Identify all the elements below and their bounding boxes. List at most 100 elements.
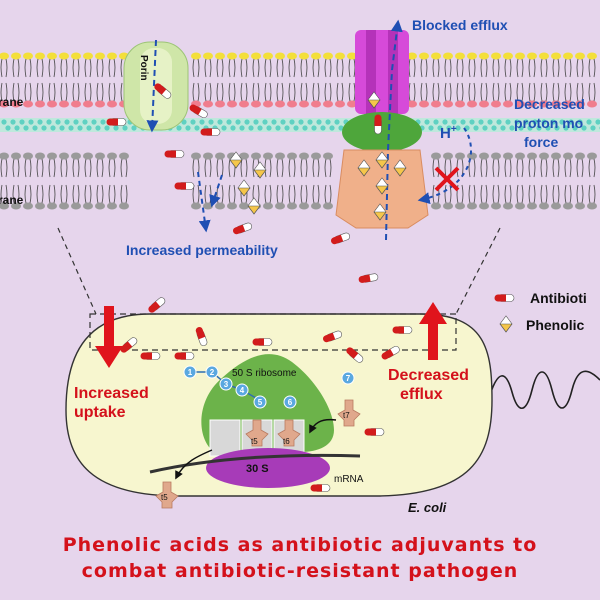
inner-upper-lipid-head — [587, 153, 597, 160]
outer-upper-lipid-head — [0, 53, 9, 60]
caption-line-1: Phenolic acids as antibiotic adjuvants t… — [0, 532, 600, 558]
outer-lower-lipid-head — [503, 101, 513, 108]
peptidoglycan-unit — [275, 125, 280, 130]
inner-upper-lipid-head — [275, 153, 285, 160]
outer-upper-lipid-head — [479, 53, 489, 60]
outer-lower-lipid-head — [419, 101, 429, 108]
outer-lower-lipid-head — [335, 101, 345, 108]
decreased-pmf-label-line3: force — [524, 134, 558, 150]
peptidoglycan-unit — [442, 119, 447, 124]
porin-label: Porin — [138, 55, 149, 81]
outer-lower-lipid-head — [95, 101, 105, 108]
ribosome-50s-label: 50 S ribosome — [232, 368, 297, 379]
decreased-pmf-label-line2: proton mo — [514, 115, 583, 131]
decreased-efflux-label-line1: Decreased — [388, 367, 469, 384]
zoom-guide-right — [456, 228, 500, 314]
outer-lower-lipid-head — [443, 101, 453, 108]
peptidoglycan-unit — [266, 125, 271, 130]
outer-upper-lipid-head — [587, 53, 597, 60]
inner-membrane-upper-leaflet — [0, 153, 597, 178]
codon-number: 7 — [346, 374, 351, 383]
increased-uptake-label-line1: Increased — [74, 385, 149, 402]
peptidoglycan-unit — [257, 125, 262, 130]
inner-lower-lipid-head — [275, 203, 285, 210]
peptidoglycan-unit — [334, 119, 339, 124]
inner-upper-lipid-head — [71, 153, 81, 160]
antibiotic-capsule — [358, 273, 378, 283]
peptidoglycan-unit — [329, 125, 334, 130]
outer-upper-lipid-head — [239, 53, 249, 60]
inner-upper-lipid-head — [539, 153, 549, 160]
peptidoglycan-unit — [37, 119, 42, 124]
peptidoglycan-unit — [244, 119, 249, 124]
inner-upper-lipid-head — [527, 153, 537, 160]
antibiotic-capsule — [175, 183, 195, 190]
outer-upper-lipid-head — [83, 53, 93, 60]
outer-lower-lipid-head — [215, 101, 225, 108]
antibiotic-capsule — [311, 485, 331, 492]
outer-upper-lipid-head — [563, 53, 573, 60]
antibiotic-capsule — [232, 222, 253, 235]
inner-upper-lipid-head — [203, 153, 213, 160]
outer-membrane-upper-leaflet — [0, 53, 597, 78]
phenolic-marker — [238, 180, 250, 196]
outer-upper-lipid-head — [443, 53, 453, 60]
peptidoglycan-unit — [55, 119, 60, 124]
outer-upper-lipid-head — [431, 53, 441, 60]
inner-upper-lipid-head — [263, 153, 273, 160]
peptidoglycan-unit — [23, 125, 28, 130]
peptidoglycan-unit — [289, 119, 294, 124]
inner-lower-lipid-head — [263, 203, 273, 210]
peptidoglycan-unit — [77, 125, 82, 130]
inner-lower-lipid-head — [311, 203, 321, 210]
peptidoglycan-unit — [424, 119, 429, 124]
outer-upper-lipid-head — [95, 53, 105, 60]
increased-permeability-label: Increased permeability — [126, 242, 278, 258]
peptidoglycan-unit — [325, 119, 330, 124]
outer-upper-lipid-head — [215, 53, 225, 60]
outer-upper-lipid-head — [275, 53, 285, 60]
codon-number: 3 — [224, 380, 229, 389]
peptidoglycan-unit — [271, 119, 276, 124]
trna-label: t5 — [161, 493, 168, 502]
inner-upper-lipid-head — [47, 153, 57, 160]
inner-upper-lipid-head — [311, 153, 321, 160]
efflux-acra — [342, 112, 422, 152]
inner-upper-lipid-head — [551, 153, 561, 160]
peptidoglycan-unit — [428, 125, 433, 130]
inner-membrane-lower-leaflet — [0, 185, 597, 210]
peptidoglycan-unit — [32, 125, 37, 130]
inner-lower-lipid-head — [491, 203, 501, 210]
peptidoglycan-unit — [185, 125, 190, 130]
legend-antibiotic-icon — [495, 295, 515, 302]
inner-lower-lipid-head — [299, 203, 309, 210]
peptidoglycan-unit — [491, 125, 496, 130]
outer-upper-lipid-head — [467, 53, 477, 60]
peptidoglycan-unit — [302, 125, 307, 130]
outer-upper-lipid-head — [299, 53, 309, 60]
blocked-efflux-label: Blocked efflux — [412, 17, 508, 33]
peptidoglycan-unit — [46, 119, 51, 124]
outer-upper-lipid-head — [335, 53, 345, 60]
inner-membrane-label: rane — [0, 193, 24, 207]
antibiotic-capsule — [253, 339, 273, 346]
peptidoglycan-unit — [28, 119, 33, 124]
codon-number: 4 — [240, 386, 245, 395]
peptidoglycan-unit — [208, 119, 213, 124]
peptidoglycan-unit — [460, 119, 465, 124]
inner-upper-lipid-head — [431, 153, 441, 160]
codon-number: 6 — [288, 398, 293, 407]
outer-upper-lipid-head — [203, 53, 213, 60]
outer-lower-lipid-head — [83, 101, 93, 108]
outer-upper-lipid-head — [227, 53, 237, 60]
peptidoglycan-unit — [307, 119, 312, 124]
trna-label: t6 — [283, 437, 290, 446]
inner-upper-lipid-head — [467, 153, 477, 160]
permeability-arrow-1 — [198, 172, 206, 230]
peptidoglycan-unit — [248, 125, 253, 130]
outer-upper-lipid-head — [35, 53, 45, 60]
outer-upper-lipid-head — [515, 53, 525, 60]
outer-upper-lipid-head — [491, 53, 501, 60]
codon-number: 1 — [188, 368, 193, 377]
inner-upper-lipid-head — [59, 153, 69, 160]
